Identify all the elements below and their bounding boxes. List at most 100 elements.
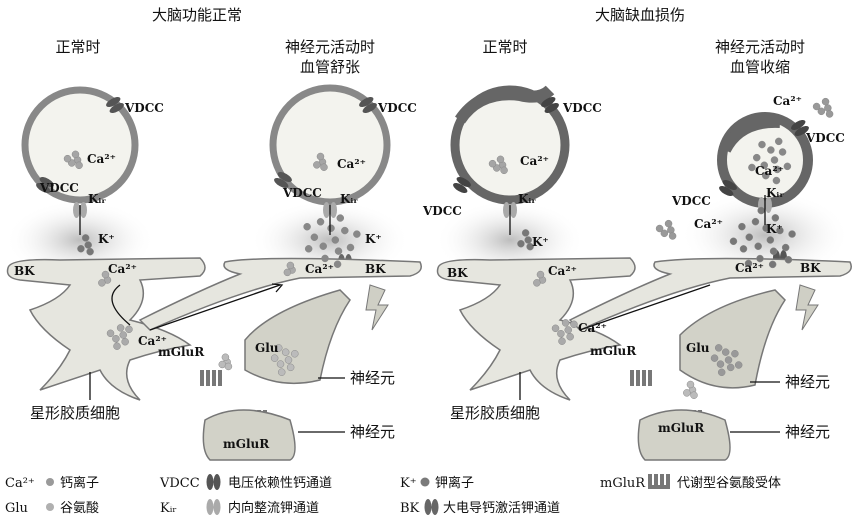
ion-dot: [75, 161, 83, 170]
legend-item-mglur: mGluR 代谢型谷氨酸受体: [600, 474, 781, 491]
svg-text:VDCC: VDCC: [159, 476, 200, 491]
label-bk: BK: [365, 262, 386, 276]
label-neuron-active: 神经元活动时: [285, 38, 375, 56]
ion-dot: [734, 361, 743, 369]
ion-dot: [756, 254, 764, 263]
ion-dot: [316, 218, 325, 226]
ion-dot: [281, 348, 290, 356]
ion-dot: [558, 337, 566, 345]
svg-text:谷氨酸: 谷氨酸: [60, 501, 99, 516]
ion-dot: [224, 362, 233, 371]
ion-dot: [106, 329, 115, 338]
svg-text:内向整流钾通道: 内向整流钾通道: [228, 500, 319, 516]
channel-icon: [791, 119, 809, 137]
astrocyte: [6, 257, 852, 401]
ion-dot: [690, 391, 698, 399]
ion-dot: [98, 279, 106, 287]
ion-dot: [686, 380, 695, 389]
ion-dot: [333, 260, 342, 268]
label-ca: Ca²⁺: [520, 154, 549, 168]
label-neuron-active: 神经元活动时: [715, 38, 805, 56]
k-dot-icon: [420, 477, 430, 487]
channel-icon: [274, 171, 292, 189]
channel-icon: [453, 176, 471, 194]
label-kir: Kᵢᵣ: [518, 192, 536, 206]
ion-dot: [776, 226, 784, 235]
label-vdcc: VDCC: [282, 186, 322, 200]
ion-dot: [717, 368, 726, 377]
legend-item-vdcc: VDCC 电压依赖性钙通道: [159, 474, 332, 491]
label-ca: Ca²⁺: [138, 334, 167, 348]
ion-dot: [526, 242, 534, 251]
ion-dot: [724, 356, 733, 364]
label-vasoconstriction: 血管收缩: [730, 58, 790, 76]
legend-item-k: K⁺ 钾离子: [400, 475, 474, 491]
glu-dot-icon: [46, 503, 54, 511]
kir-channel-icon: [206, 499, 221, 515]
ion-dot: [316, 152, 325, 161]
ion-dot: [762, 171, 770, 180]
ion-dot: [116, 324, 125, 332]
label-k: K⁺: [98, 232, 115, 246]
blood-vessel: [21, 86, 139, 204]
ion-dot: [327, 224, 335, 232]
ion-dot: [275, 344, 283, 352]
svg-text:大电导钙激活钾通道: 大电导钙激活钾通道: [443, 501, 560, 516]
stimulus-bolt-icon: [365, 284, 819, 331]
ion-dot: [817, 107, 826, 116]
label-neuron: 神经元: [350, 423, 395, 441]
bk-channel-icon: [424, 499, 439, 515]
ion-dot: [286, 363, 295, 372]
label-k: K⁺: [766, 222, 783, 236]
label-astrocyte: 星形胶质细胞: [450, 404, 540, 422]
ion-dot: [767, 146, 775, 154]
ion-dot: [566, 332, 574, 341]
label-neuron: 神经元: [785, 373, 830, 391]
label-mglur: mGluR: [590, 344, 637, 358]
label-astrocyte: 星形胶质细胞: [30, 404, 120, 422]
label-vdcc: VDCC: [124, 101, 164, 115]
ion-dot: [81, 234, 90, 242]
label-mglur: mGluR: [158, 345, 205, 359]
ion-dot: [277, 368, 286, 376]
label-vdcc: VDCC: [671, 194, 711, 208]
ion-dot: [739, 245, 748, 253]
ion-dot: [112, 335, 120, 343]
ion-dot: [745, 233, 753, 241]
ion-dot: [825, 110, 834, 118]
ion-dot: [744, 259, 753, 268]
ion-dot: [496, 155, 505, 164]
ion-dot: [536, 270, 545, 279]
ion-dot: [771, 214, 780, 222]
ion-dot: [331, 236, 340, 244]
ion-dot: [769, 247, 778, 255]
mglur-receptor-icon: [630, 370, 652, 386]
legend-item-ca: Ca²⁺ 钙离子: [5, 475, 99, 491]
ion-dot: [303, 222, 311, 231]
label-kir: Kᵢᵣ: [88, 192, 106, 206]
label-kir: Kᵢᵣ: [766, 186, 784, 200]
ca-dot-icon: [46, 478, 54, 486]
svg-text:代谢型谷氨酸受体: 代谢型谷氨酸受体: [677, 475, 781, 491]
label-bk: BK: [800, 261, 821, 275]
legend-item-glu: Glu 谷氨酸: [5, 501, 99, 516]
label-vdcc: VDCC: [422, 204, 462, 218]
label-ca: Ca²⁺: [548, 264, 577, 278]
ion-dot: [86, 247, 94, 256]
label-ca: Ca²⁺: [87, 152, 116, 166]
label-kir: Kᵢᵣ: [340, 192, 358, 206]
blood-vessel-dilated: [269, 84, 391, 206]
ion-dot: [655, 224, 664, 233]
svg-text:Kᵢᵣ: Kᵢᵣ: [160, 501, 177, 516]
ion-dot: [729, 237, 738, 246]
panel-title-normal: 大脑功能正常: [152, 6, 242, 24]
ion-dot: [319, 242, 327, 250]
channel-icon: [36, 176, 54, 194]
ion-dot: [721, 348, 730, 356]
ion-dot: [716, 360, 725, 368]
ion-dot: [517, 239, 525, 248]
ion-dot: [726, 363, 735, 372]
ion-dot: [270, 354, 279, 362]
label-ca: Ca²⁺: [337, 157, 366, 171]
ion-dot: [660, 229, 669, 238]
